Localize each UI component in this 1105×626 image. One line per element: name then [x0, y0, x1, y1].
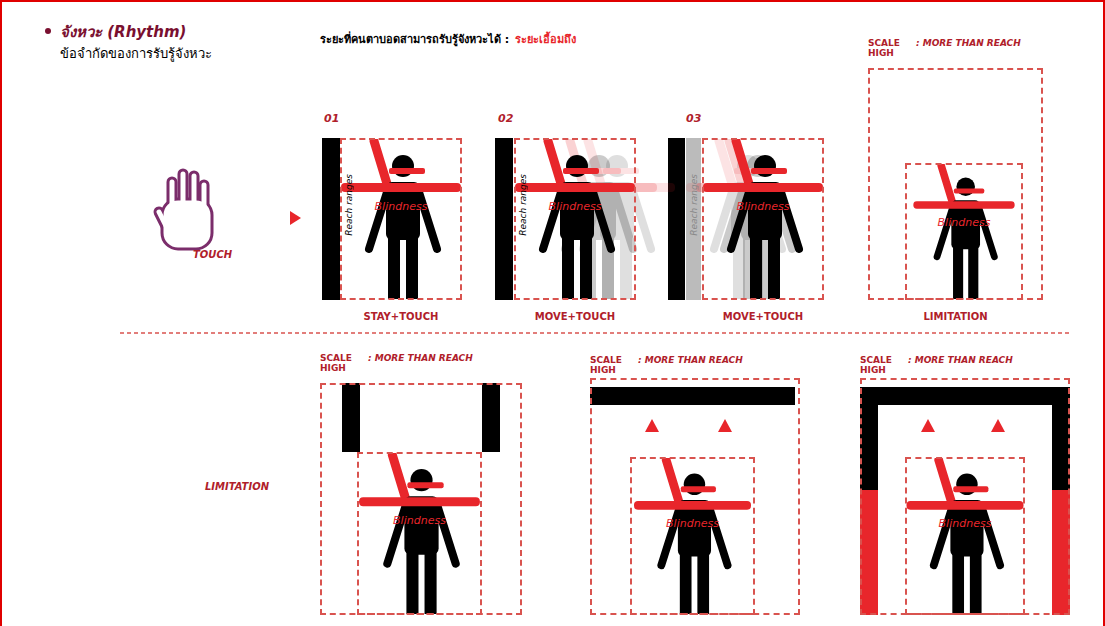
pointer-triangle: [290, 211, 301, 225]
panel-text: Blindness: [516, 200, 634, 213]
person-figure: [913, 166, 1014, 299]
panel-text: SCALE HIGH: [590, 355, 630, 375]
reach-box: Blindness: [905, 457, 1025, 615]
panel-text: 01: [324, 112, 339, 125]
panel-box: SCALE HIGH: MORE THAN REACHBlindness: [590, 378, 800, 615]
reach-box: Blindness: [905, 163, 1023, 300]
separator: [120, 332, 1072, 334]
panel-box: 03BlindnessReach rangesMOVE+TOUCH: [702, 138, 824, 300]
pillar: [342, 383, 360, 452]
frame-side: [860, 490, 878, 615]
panel-text: Blindness: [342, 200, 460, 213]
person-figure: [359, 455, 480, 614]
panel-text: LIMITATION: [860, 311, 1051, 322]
panel-text: Blindness: [907, 517, 1023, 530]
panel-text: Blindness: [907, 216, 1021, 229]
wall: [322, 138, 340, 300]
label-text: ข้อจำกัดของการรับรู้จังหวะ: [60, 43, 212, 64]
panel-text: MOVE+TOUCH: [694, 311, 832, 322]
label-text: ระยะที่คนตาบอดสามารถรับรู้จังหวะได้ :: [320, 30, 509, 48]
panel-text: : MORE THAN REACH: [908, 355, 1013, 365]
pillar: [482, 383, 500, 452]
bullet: [45, 28, 51, 34]
hand-icon: [159, 174, 208, 245]
overhead-bar: [860, 387, 1070, 405]
person-figure: [515, 141, 635, 299]
person-figure: [341, 141, 461, 299]
label-text: TOUCH: [193, 249, 232, 260]
panel-text: Blindness: [704, 200, 822, 213]
up-triangle: [991, 419, 1005, 432]
panel-box: SCALE HIGH: MORE THAN REACHBlindness: [320, 383, 522, 615]
up-triangle: [921, 419, 935, 432]
panel-text: SCALE HIGH: [868, 38, 908, 58]
panel-text: Reach ranges: [689, 174, 699, 236]
panel-text: 03: [686, 112, 701, 125]
panel-text: : MORE THAN REACH: [368, 353, 473, 363]
reach-box: Blindness: [357, 452, 482, 615]
panel-box: 02BlindnessReach rangesMOVE+TOUCH: [514, 138, 636, 300]
panel-text: 02: [498, 112, 513, 125]
wall: [495, 138, 513, 300]
panel-box: SCALE HIGH: MORE THAN REACHLIMITATIONBli…: [868, 68, 1043, 300]
person-figure: [703, 141, 823, 299]
panel-text: Blindness: [359, 514, 480, 527]
label-text: LIMITATION: [205, 481, 269, 492]
panel-text: Reach ranges: [518, 174, 528, 236]
person-figure: [634, 460, 751, 614]
overhead-bar: [590, 387, 795, 405]
wall: [686, 138, 701, 300]
up-triangle: [718, 419, 732, 432]
panel-text: SCALE HIGH: [860, 355, 900, 375]
panel-text: MOVE+TOUCH: [506, 311, 644, 322]
panel-text: STAY+TOUCH: [332, 311, 470, 322]
panel-box: SCALE HIGH: MORE THAN REACHBlindness: [860, 378, 1070, 615]
frame-side: [860, 387, 878, 490]
label-text: จังหวะ (Rhythm): [60, 20, 186, 44]
panel-text: Blindness: [632, 517, 753, 530]
label-row: ระยะที่คนตาบอดสามารถรับรู้จังหวะได้ : ระย…: [320, 30, 576, 48]
panel-box: 01BlindnessReach rangesSTAY+TOUCH: [340, 138, 462, 300]
panel-text: : MORE THAN REACH: [638, 355, 743, 365]
frame-side: [1052, 387, 1070, 490]
up-triangle: [645, 419, 659, 432]
panel-text: Reach ranges: [344, 174, 354, 236]
wall: [668, 138, 685, 300]
label-text: ระยะเอื้อมถึง: [515, 30, 576, 48]
frame-side: [1052, 490, 1070, 615]
panel-text: SCALE HIGH: [320, 353, 360, 373]
reach-box: Blindness: [630, 457, 755, 615]
person-figure: [907, 460, 1024, 614]
panel-text: : MORE THAN REACH: [916, 38, 1021, 48]
